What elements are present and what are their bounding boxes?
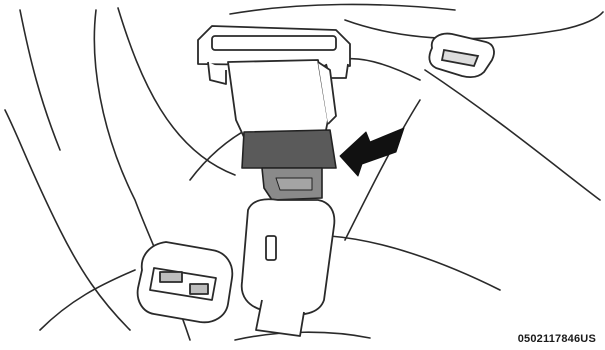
pointer-arrow-icon [340,128,404,176]
rear-cushion-buckle [138,242,233,322]
latch-plate [242,130,336,200]
rear-seat-buckle [429,34,494,78]
lower-buckle-receiver [242,199,335,336]
figure-reference-code: 0502117846US [518,333,596,345]
